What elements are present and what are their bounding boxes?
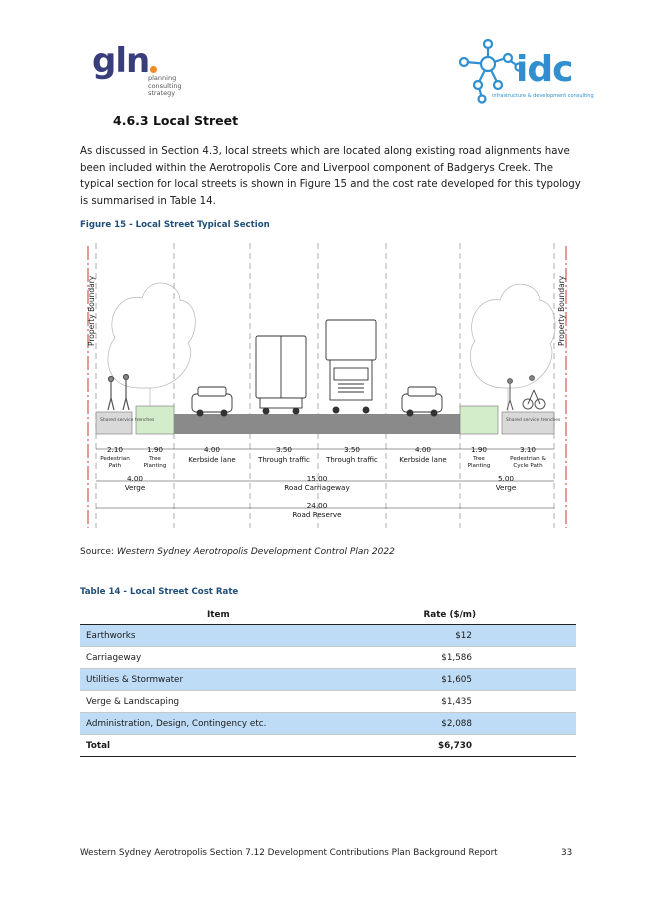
gln-logo-word: gln — [92, 41, 150, 81]
table-row: Carriageway $1,586 — [80, 646, 576, 669]
pedestrians-icon — [107, 373, 130, 411]
car-right-icon — [401, 386, 443, 417]
table-total-row: Total $6,730 — [80, 734, 576, 757]
body-paragraph: As discussed in Section 4.3, local stree… — [80, 146, 581, 207]
network-nodes-icon — [458, 38, 524, 104]
table-row: Verge & Landscaping $1,435 — [80, 690, 576, 713]
road-reserve-label: Road Reserve — [292, 510, 342, 519]
cycle-path-strip — [501, 411, 555, 435]
segment-1-label-b: Path — [109, 463, 122, 469]
segment-8-label-b: Cycle Path — [513, 463, 543, 469]
segment-7-width: 1.90 — [471, 445, 487, 454]
shared-service-trench-right-label: Shared service trenches — [506, 417, 561, 423]
segment-4-width: 3.50 — [276, 445, 292, 454]
left-verge-width: 4.00 — [127, 474, 143, 483]
carriageway-width: 15.00 — [307, 474, 328, 483]
property-boundary-left-label: Property Boundary — [87, 275, 96, 346]
table-header-row: Item Rate ($/m) — [80, 605, 576, 625]
section-heading: 4.6.3 Local Street — [113, 113, 239, 128]
segment-1-label-a: Pedestrian — [100, 456, 130, 462]
row-rate: $1,586 — [356, 646, 576, 669]
row-rate: $12 — [356, 624, 576, 647]
row-item: Verge & Landscaping — [80, 690, 357, 713]
idc-logo-word: idc — [516, 49, 573, 90]
footer-text: Western Sydney Aerotropolis Section 7.12… — [80, 848, 498, 858]
gln-logo-tagline: planning consulting strategy — [148, 74, 182, 97]
right-verge-width: 5.00 — [498, 474, 514, 483]
table-row: Utilities & Stormwater $1,605 — [80, 668, 576, 691]
total-rate: $6,730 — [356, 734, 576, 757]
figure-source: Source: Western Sydney Aerotropolis Deve… — [80, 547, 395, 557]
road-carriageway-surface — [174, 414, 460, 434]
segment-4-label: Through traffic — [257, 456, 310, 464]
segment-7-label-a: Tree — [472, 456, 485, 462]
tree-right-icon — [470, 283, 556, 413]
cost-rate-table: Item Rate ($/m) Earthworks $12 Carriagew… — [80, 605, 576, 757]
source-title: Western Sydney Aerotropolis Development … — [116, 547, 395, 557]
gln-logo: gln planning consulting strategy — [92, 44, 202, 102]
segment-2-label-a: Tree — [148, 456, 161, 462]
carriageway-label: Road Carriageway — [284, 483, 350, 492]
cyclist-icon — [506, 375, 546, 411]
header-item: Item — [80, 605, 357, 625]
segment-2-width: 1.90 — [147, 445, 163, 454]
total-item: Total — [80, 734, 357, 757]
road-cross-section-figure: Property Boundary Property Boundary Shar… — [87, 243, 567, 528]
page-number: 33 — [561, 848, 573, 858]
row-item: Carriageway — [80, 646, 357, 669]
road-reserve-width: 24.00 — [307, 501, 328, 510]
row-item: Utilities & Stormwater — [80, 668, 357, 691]
left-verge-label: Verge — [125, 483, 146, 492]
row-item: Earthworks — [80, 624, 357, 647]
row-rate: $1,435 — [356, 690, 576, 713]
figure-caption: Figure 15 - Local Street Typical Section — [80, 220, 270, 230]
property-boundary-right-label: Property Boundary — [557, 275, 566, 346]
tree-planting-right-strip — [459, 405, 499, 435]
row-rate: $2,088 — [356, 712, 576, 735]
row-item: Administration, Design, Contingency etc. — [80, 712, 357, 735]
source-prefix: Source: — [80, 547, 117, 557]
tree-left-icon — [107, 282, 196, 413]
right-verge-label: Verge — [496, 483, 517, 492]
gln-logo-dot — [150, 66, 157, 73]
table-caption: Table 14 - Local Street Cost Rate — [80, 587, 239, 597]
idc-logo-tagline: infrastructure & development consulting — [492, 93, 594, 99]
segment-6-label: Kerbside lane — [399, 456, 446, 464]
header-rate: Rate ($/m) — [356, 605, 576, 625]
segment-1-width: 2.10 — [107, 445, 123, 454]
shared-service-trench-left-label: Shared service trenches — [100, 417, 155, 423]
pedestrian-path-strip — [95, 411, 133, 435]
segment-2-label-b: Planting — [144, 463, 167, 469]
segment-5-label: Through traffic — [325, 456, 378, 464]
table-row: Earthworks $12 — [80, 624, 576, 647]
table-row: Administration, Design, Contingency etc.… — [80, 712, 576, 735]
row-rate: $1,605 — [356, 668, 576, 691]
segment-8-label-a: Pedestrian & — [510, 456, 546, 462]
segment-3-width: 4.00 — [204, 445, 220, 454]
segment-8-width: 3.10 — [520, 445, 536, 454]
segment-3-label: Kerbside lane — [188, 456, 235, 464]
segment-7-label-b: Planting — [468, 463, 491, 469]
car-left-icon — [191, 386, 233, 417]
idc-logo: idc infrastructure & development consult… — [456, 38, 594, 104]
segment-6-width: 4.00 — [415, 445, 431, 454]
truck-front-icon — [325, 319, 377, 414]
truck-box-icon — [255, 335, 307, 415]
segment-5-width: 3.50 — [344, 445, 360, 454]
